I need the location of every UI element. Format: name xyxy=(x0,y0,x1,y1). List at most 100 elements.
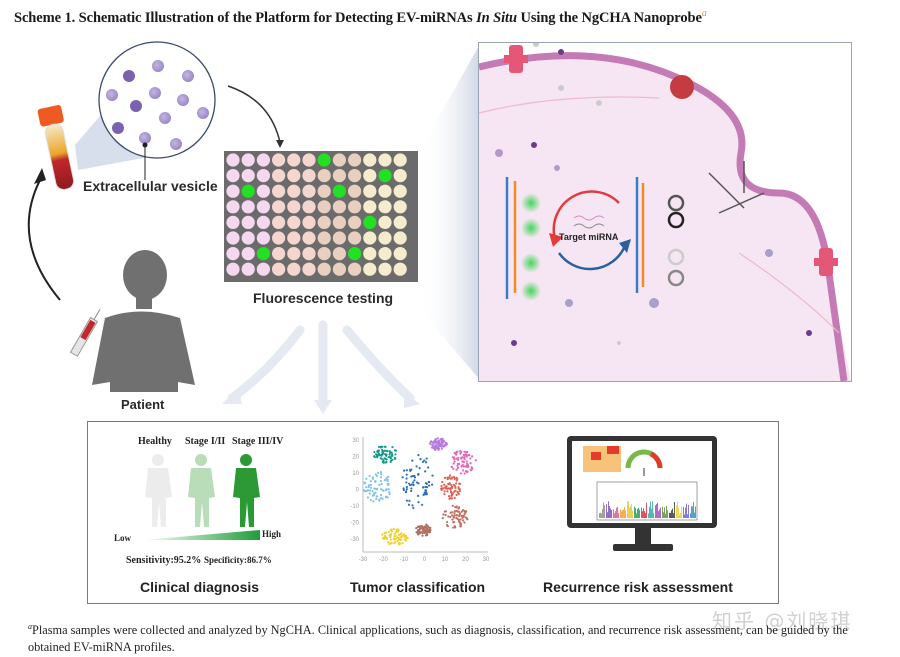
extracellular-vesicle-label: Extracellular vesicle xyxy=(83,178,218,194)
well xyxy=(272,200,286,214)
well xyxy=(363,169,377,183)
tsne-point xyxy=(455,493,458,497)
tsne-point xyxy=(373,487,376,490)
monitor-bar xyxy=(690,513,691,518)
well xyxy=(287,231,301,245)
tsne-point xyxy=(450,465,453,469)
well xyxy=(317,184,331,198)
tsne-point xyxy=(381,451,384,454)
tsne-point xyxy=(424,485,427,489)
well xyxy=(256,169,270,183)
patient-silhouette-icon xyxy=(92,250,195,392)
monitor-bar xyxy=(617,506,618,518)
tsne-point xyxy=(441,516,444,520)
extracellular-vesicle-icon xyxy=(159,112,171,124)
stage-label-early: Stage I/II xyxy=(185,436,226,447)
tsne-point xyxy=(401,542,404,545)
tsne-point xyxy=(417,472,420,476)
tsne-point xyxy=(452,526,455,529)
tsne-point xyxy=(462,465,466,468)
tsne-point xyxy=(405,499,409,502)
tsne-point xyxy=(423,531,426,534)
tsne-point xyxy=(458,512,462,515)
extracellular-vesicle-icon xyxy=(177,94,189,106)
tsne-point xyxy=(456,450,459,453)
tsne-point xyxy=(384,531,388,534)
tsne-point xyxy=(458,482,462,485)
tsne-point xyxy=(412,483,415,487)
monitor-bar xyxy=(629,507,630,518)
well xyxy=(226,262,240,276)
tsne-point xyxy=(431,474,434,477)
tsne-point xyxy=(385,478,388,481)
tsne-point xyxy=(387,530,391,534)
tsne-point xyxy=(396,536,399,539)
cell-membrane xyxy=(479,52,848,381)
well xyxy=(348,200,362,214)
fluorescence-testing-label: Fluorescence testing xyxy=(253,290,394,306)
particle xyxy=(565,299,573,307)
tsne-point xyxy=(461,460,464,463)
monitor-bar xyxy=(643,508,644,518)
target-mirna-label: Target miRNA xyxy=(559,232,619,242)
well xyxy=(256,200,270,214)
x-tick-label: -10 xyxy=(400,557,409,563)
well-positive xyxy=(348,247,362,261)
stage-early-body-icon xyxy=(188,454,215,527)
well xyxy=(272,169,286,183)
tsne-point xyxy=(369,483,372,487)
tsne-point xyxy=(465,453,468,457)
membrane-protein-icon xyxy=(504,45,528,73)
extracellular-vesicle-icon xyxy=(112,122,124,134)
tsne-point xyxy=(434,438,437,441)
tsne-point xyxy=(458,490,461,493)
tsne-point xyxy=(445,441,448,444)
particle xyxy=(558,85,564,91)
monitor-bar xyxy=(671,510,672,518)
extracellular-vesicle-icon xyxy=(152,60,164,72)
monitor-bar xyxy=(652,501,653,518)
tsne-point xyxy=(405,488,408,491)
tsne-point xyxy=(405,485,408,489)
monitor-bar xyxy=(657,502,658,518)
tsne-point xyxy=(399,538,402,541)
tsne-point xyxy=(410,475,413,478)
tsne-point xyxy=(457,486,460,489)
tsne-point xyxy=(410,487,413,490)
particle xyxy=(765,249,773,257)
x-tick-label: -20 xyxy=(379,557,388,563)
well xyxy=(302,231,316,245)
tsne-point xyxy=(425,492,428,495)
monitor-bar xyxy=(673,513,674,518)
y-tick-label: 30 xyxy=(352,438,359,444)
monitor-bar xyxy=(600,512,601,518)
tsne-point xyxy=(466,470,469,473)
tsne-point xyxy=(413,479,416,482)
monitor-bar xyxy=(669,512,670,518)
scale-low-label: Low xyxy=(114,533,132,543)
tsne-point xyxy=(455,468,458,471)
monitor-bar xyxy=(664,507,665,518)
tsne-point xyxy=(449,477,452,480)
well xyxy=(287,184,301,198)
tsne-point xyxy=(455,509,458,513)
tsne-point xyxy=(393,532,396,535)
tsne-point xyxy=(382,461,385,464)
tsne-point xyxy=(422,486,425,489)
tsne-point xyxy=(446,520,449,524)
well xyxy=(332,231,346,245)
cycle-arrow-red xyxy=(552,190,620,240)
tsne-point xyxy=(448,483,451,486)
tsne-point xyxy=(400,536,403,539)
tsne-point xyxy=(440,488,443,491)
tsne-point xyxy=(423,459,426,462)
monitor-bar xyxy=(604,505,605,518)
tsne-point xyxy=(389,538,392,541)
extracellular-vesicle-icon xyxy=(130,100,142,112)
tsne-point xyxy=(425,523,428,526)
tsne-point xyxy=(367,484,371,487)
tsne-point xyxy=(457,518,461,522)
tsne-point xyxy=(450,494,453,497)
tsne-point xyxy=(388,492,391,496)
tsne-point xyxy=(443,493,446,496)
